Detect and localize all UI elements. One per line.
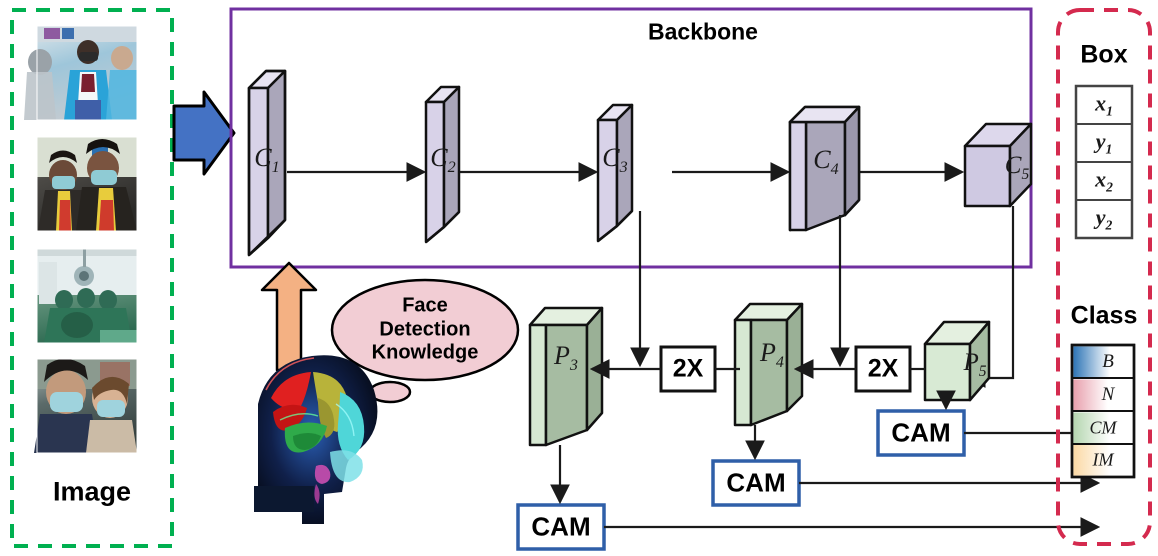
class-output-title: Class bbox=[1070, 301, 1138, 330]
cam-label-p3: CAM bbox=[531, 511, 591, 542]
cam-label-p5: CAM bbox=[891, 417, 951, 448]
image-panel-label: Image bbox=[52, 476, 132, 507]
fpn-stage-P4-shape bbox=[733, 302, 804, 427]
backbone-title: Backbone bbox=[648, 18, 758, 45]
backbone-stage-C4-front bbox=[788, 105, 861, 232]
backbone-stage-C2-shape bbox=[424, 85, 461, 244]
fpn-stage-label-P5: P5 bbox=[963, 349, 987, 380]
class-row-N: N bbox=[1101, 384, 1115, 405]
box-row-y2: y2 bbox=[1095, 204, 1113, 233]
backbone-stage-label-C2: C2 bbox=[430, 142, 456, 177]
class-row-IM: IM bbox=[1092, 449, 1114, 470]
fpn-stage-P5-shape bbox=[923, 320, 991, 402]
fpn-stage-label-P3: P3 bbox=[554, 340, 578, 375]
backbone-stage-label-C5: C5 bbox=[1004, 152, 1030, 183]
box-row-x2: x2 bbox=[1095, 166, 1113, 195]
backbone-stage-C1-shape bbox=[247, 69, 287, 257]
backbone-stage-label-C3: C3 bbox=[602, 142, 628, 177]
cam-label-p4: CAM bbox=[726, 467, 786, 498]
brain-head-illustration bbox=[254, 355, 378, 524]
bubble-line-1: Face bbox=[402, 294, 448, 317]
class-row-CM: CM bbox=[1089, 417, 1117, 438]
backbone-stage-C5-shape bbox=[963, 122, 1033, 208]
fpn-stage-P3-shape bbox=[528, 306, 604, 447]
upsample-2x-label-1: 2X bbox=[672, 354, 704, 383]
knowledge-bubble-text: Face Detection Knowledge bbox=[372, 295, 479, 366]
backbone-stage-C3-shape bbox=[596, 103, 634, 243]
box-row-y1: y1 bbox=[1095, 128, 1113, 157]
upsample-2x-label-2: 2X bbox=[867, 354, 899, 383]
bubble-line-3: Knowledge bbox=[371, 341, 479, 364]
box-output-title: Box bbox=[1080, 40, 1128, 69]
fpn-stage-label-P4: P4 bbox=[760, 337, 784, 372]
class-row-B: B bbox=[1102, 351, 1114, 372]
backbone-stage-label-C4: C4 bbox=[813, 144, 839, 179]
bubble-line-2: Detection bbox=[379, 318, 471, 341]
box-row-x1: x1 bbox=[1095, 90, 1113, 119]
backbone-stage-label-C1: C1 bbox=[254, 142, 280, 177]
